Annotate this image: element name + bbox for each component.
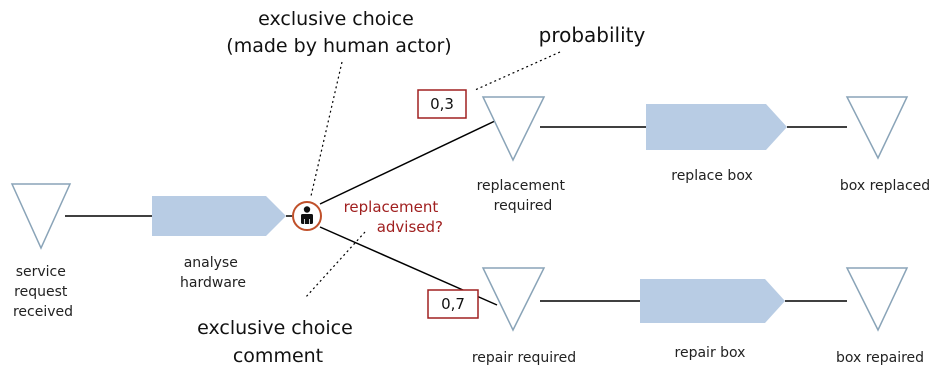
function-analyse-hardware [152,196,286,236]
annotation-exclusive-choice: exclusive choice (made by human actor) [226,8,451,57]
label-replace-box: replace box [671,168,752,184]
event-service-request-received [10,183,72,250]
probability-lower-value: 0,7 [441,295,465,313]
annotation-exclusive-choice-comment: exclusive choice comment [197,317,359,367]
leader-probability [474,51,561,91]
probability-box-lower: 0,7 [427,289,479,319]
label-box-repaired: box repaired [836,350,924,366]
function-replace-box [646,104,787,150]
decision-comment-line-1: replacement [344,198,439,216]
probability-upper-value: 0,3 [430,95,454,113]
probability-box-upper: 0,3 [417,89,467,119]
annotation-probability: probability [539,23,646,47]
label-service-request-received: service request received [13,264,73,320]
exclusive-choice-human-icon [292,201,322,231]
label-replacement-required: replacement required [477,178,570,214]
connector-choice-to-replacement [319,119,498,205]
decision-comment-line-2: advised? [377,218,443,236]
leader-exclusive-choice [310,61,343,197]
label-repair-required: repair required [472,350,576,366]
decision-comment: replacement advised? [344,198,443,236]
event-box-repaired [845,267,909,332]
label-repair-box: repair box [675,345,746,361]
event-replacement-required [481,96,546,162]
leader-exclusive-choice-comment [304,231,366,299]
label-analyse-hardware: analyse hardware [180,255,246,291]
function-repair-box [640,279,785,323]
event-repair-required [481,267,546,332]
label-box-replaced: box replaced [840,178,930,194]
event-box-replaced [845,96,909,160]
